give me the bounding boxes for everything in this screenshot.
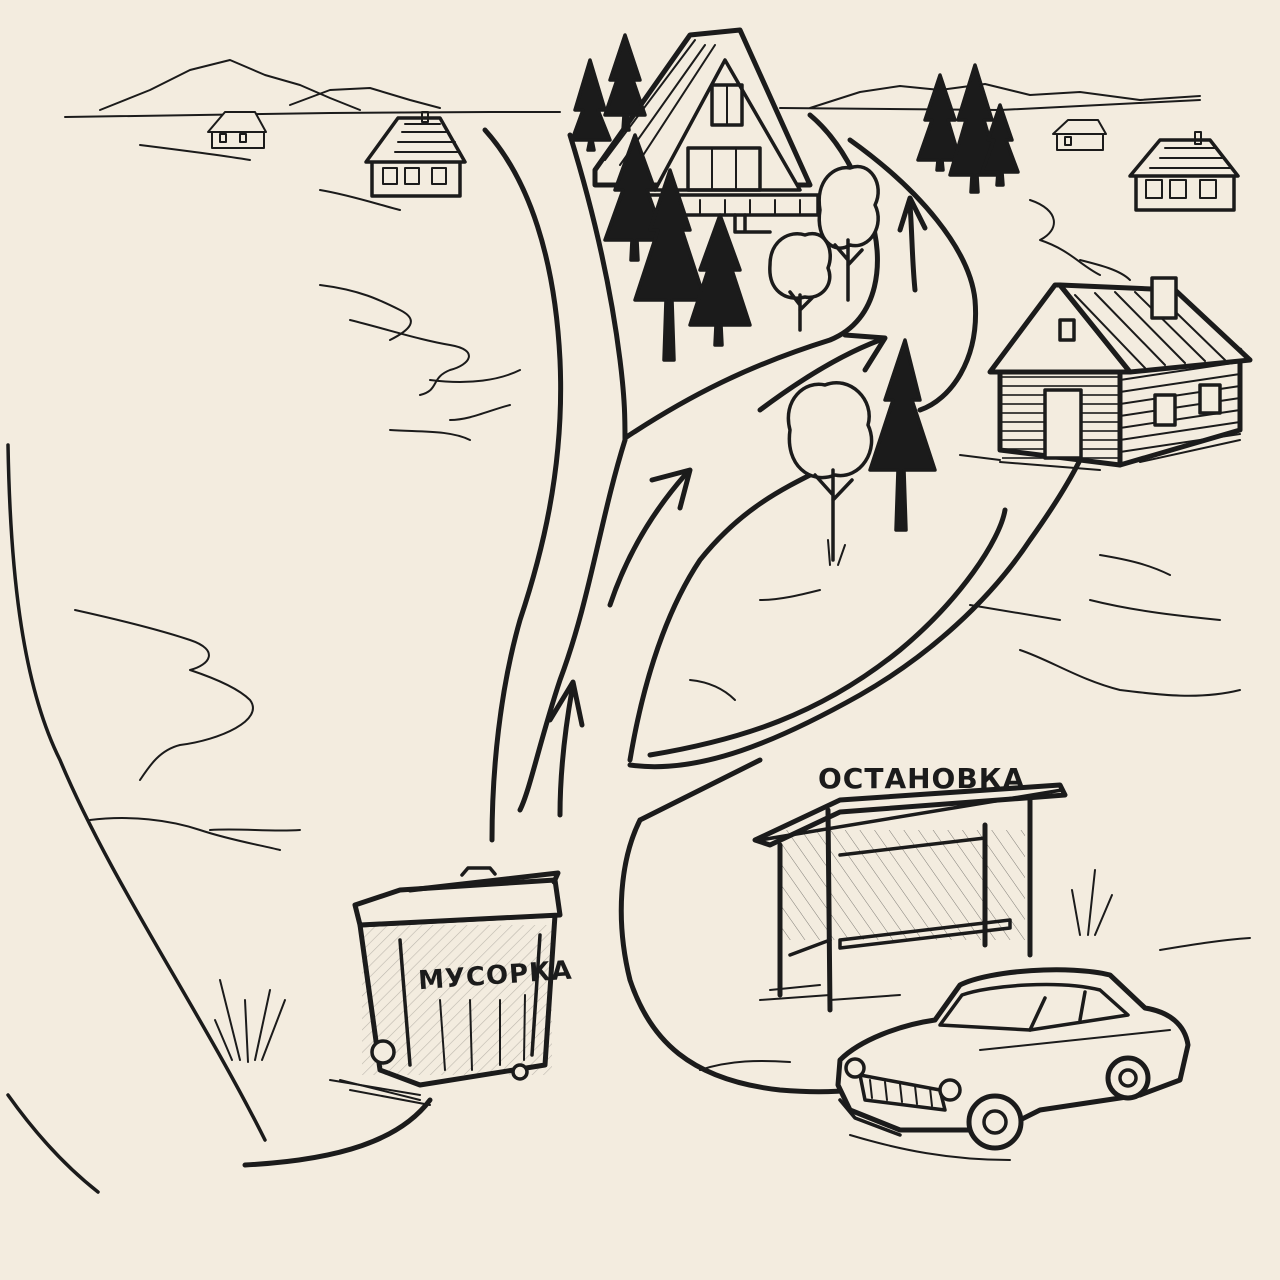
deciduous-trees bbox=[768, 164, 880, 562]
car bbox=[835, 967, 1191, 1161]
log-cabin bbox=[987, 276, 1253, 468]
left-hill-outline bbox=[6, 443, 267, 1142]
conifer-trees bbox=[570, 33, 1020, 532]
field-lines bbox=[74, 144, 1251, 1096]
house-far-right bbox=[1052, 119, 1107, 151]
house-left bbox=[364, 111, 467, 198]
bus-stop-label: ОСТАНОВКА bbox=[818, 762, 1025, 795]
left-hill-base bbox=[6, 1093, 100, 1194]
house-right bbox=[1128, 131, 1240, 212]
house-far-left bbox=[207, 111, 267, 149]
grass-tufts bbox=[214, 539, 1113, 1063]
mountains bbox=[64, 59, 1201, 118]
ground-shadows bbox=[339, 439, 1241, 1106]
trash-bin: МУСОРКА bbox=[352, 866, 574, 1088]
direction-arrows bbox=[547, 195, 928, 818]
bus-stop-shelter: ОСТАНОВКА bbox=[752, 762, 1068, 1013]
